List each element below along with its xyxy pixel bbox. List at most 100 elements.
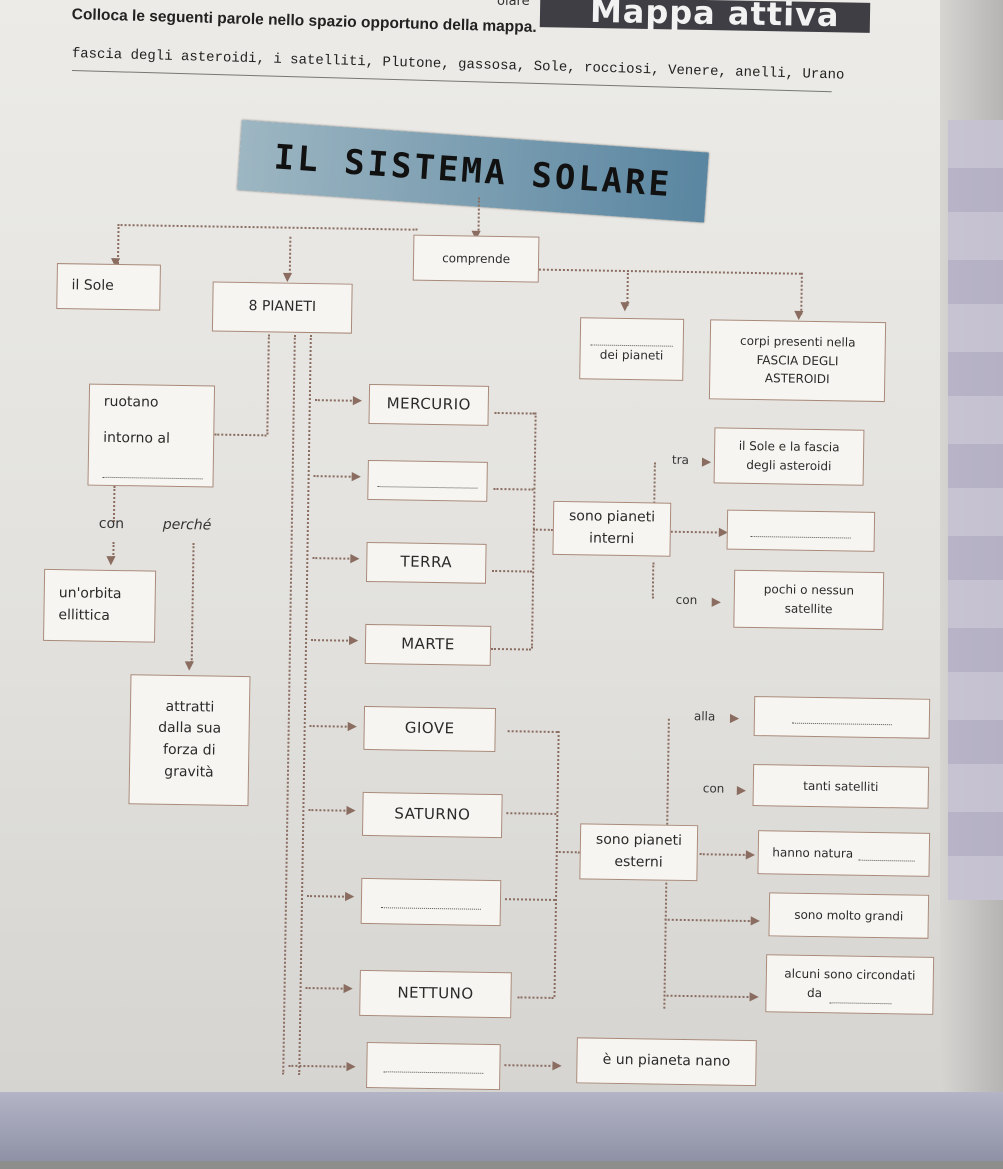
giove-label: GIOVE (404, 718, 455, 738)
grandi-label: sono molto grandi (794, 907, 904, 924)
pochi-line-2: satellite (784, 601, 833, 617)
circondati-da-label: da (806, 985, 823, 1001)
connector (507, 730, 558, 733)
blank-planet-box[interactable] (360, 877, 502, 927)
arrow-right-icon: ▶ (351, 468, 361, 483)
tra-label: tra (671, 452, 690, 467)
arrow-right-icon: ▶ (736, 782, 747, 797)
perche-label: perché (162, 516, 212, 534)
connector (553, 730, 560, 997)
blank-field[interactable] (377, 473, 478, 489)
arrow-right-icon: ▶ (745, 846, 756, 862)
asteroidi-box: corpi presenti nella FASCIA DEGLI ASTERO… (708, 319, 887, 403)
blank-field[interactable] (380, 894, 482, 910)
tra-line-2: degli asteroidi (746, 457, 832, 474)
connector (308, 809, 349, 812)
connector (555, 850, 580, 854)
pianeti-box: 8 PIANETI (211, 281, 353, 334)
alla-label: alla (693, 709, 716, 724)
blank-planet-box[interactable] (366, 1042, 501, 1091)
blank-field[interactable] (102, 464, 203, 480)
arrow-down-icon: ▼ (106, 552, 116, 568)
circondati-line-1: alcuni sono circondati (784, 966, 916, 984)
orbita-line-1: un'orbita (58, 585, 122, 603)
blank-field[interactable] (750, 523, 851, 539)
blank-field[interactable] (859, 847, 916, 862)
esterni-line-2: esterni (614, 853, 663, 871)
orbita-box: un'orbita ellittica (43, 568, 157, 643)
esterni-box: sono pianeti esterni (579, 823, 699, 882)
arrow-right-icon: ▶ (344, 888, 355, 903)
arrow-down-icon: ▼ (620, 298, 630, 314)
arrow-right-icon: ▶ (552, 1057, 562, 1073)
con-esterni-label: con (702, 781, 725, 796)
sole-label: il Sole (71, 277, 114, 295)
blank-field[interactable] (829, 989, 893, 1004)
arrow-right-icon: ▶ (348, 632, 359, 647)
blank-alla-box[interactable] (753, 696, 931, 739)
attratti-line-4: gravità (164, 763, 214, 781)
arrow-down-icon: ▼ (794, 307, 804, 322)
blank-field[interactable] (590, 332, 673, 347)
natura-box[interactable]: hanno natura (757, 830, 931, 877)
blank-dei-pianeti-box[interactable]: dei pianeti (579, 317, 685, 381)
connector (298, 335, 312, 1075)
nettuno-box: NETTUNO (359, 969, 512, 1019)
arrow-right-icon: ▶ (750, 913, 761, 928)
saturno-box: SATURNO (361, 791, 503, 839)
arrow-right-icon: ▶ (347, 718, 358, 733)
connector (532, 528, 553, 531)
interni-line-1: sono pianeti (568, 508, 656, 526)
sole-box: il Sole (56, 263, 161, 311)
tanti-box: tanti satelliti (752, 764, 930, 809)
grandi-box: sono molto grandi (768, 892, 930, 939)
pochi-box: pochi o nessun satellite (733, 569, 885, 631)
nettuno-label: NETTUNO (397, 983, 474, 1004)
con-interni-label: con (675, 592, 698, 608)
asteroidi-line-3: ASTEROIDI (764, 371, 830, 387)
attratti-line-1: attratti (165, 698, 215, 716)
connector (699, 853, 748, 856)
blank-field[interactable] (383, 1058, 484, 1074)
connector (505, 898, 556, 901)
marte-label: MARTE (401, 634, 455, 654)
arrow-right-icon: ▶ (749, 989, 759, 1004)
comprende-label: comprende (442, 250, 511, 266)
blank-planet-box[interactable] (367, 459, 488, 502)
connector (314, 399, 355, 402)
terra-box: TERRA (365, 541, 487, 584)
arrow-down-icon: ▼ (184, 658, 194, 673)
ruotano-line-2: intorno al (103, 430, 171, 448)
connector (309, 725, 350, 728)
connector (651, 562, 655, 599)
connector (490, 647, 531, 651)
arrow-right-icon: ▶ (350, 550, 360, 565)
ruotano-line-1: ruotano (103, 394, 159, 411)
ruotano-box[interactable]: ruotano intorno al (87, 383, 216, 488)
circondati-box[interactable]: alcuni sono circondati da (765, 954, 935, 1015)
tra-box: il Sole e la fascia degli asteroidi (713, 427, 865, 486)
connector (492, 569, 533, 573)
mercurio-label: MERCURIO (386, 394, 472, 414)
esterni-line-1: sono pianeti (595, 831, 683, 850)
page-tabs (948, 120, 1003, 900)
connector (538, 268, 801, 275)
blank-interni-box[interactable] (726, 509, 876, 552)
connector (307, 895, 348, 898)
connector (494, 411, 535, 415)
connector (214, 433, 267, 437)
arrow-right-icon: ▶ (346, 802, 356, 817)
attratti-line-3: forza di (162, 741, 216, 759)
giove-box: GIOVE (363, 705, 497, 752)
orbita-line-2: ellittica (58, 607, 110, 624)
arrow-right-icon: ▶ (701, 454, 712, 469)
arrow-right-icon: ▶ (711, 594, 722, 609)
connector (312, 557, 353, 560)
attratti-box: attratti dalla sua forza di gravità (128, 674, 251, 807)
connector (493, 487, 534, 491)
connector (266, 334, 270, 435)
interni-line-2: interni (588, 530, 635, 548)
attratti-line-2: dalla sua (158, 720, 222, 737)
blank-field[interactable] (791, 710, 893, 725)
